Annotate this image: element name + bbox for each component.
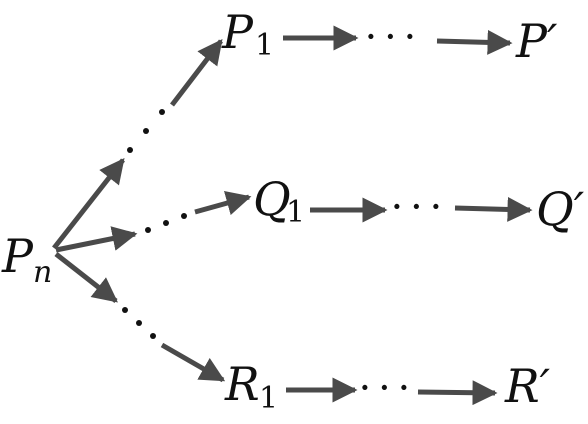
node-q1-base: Q	[253, 172, 291, 226]
node-pprime: P′	[515, 14, 558, 68]
node-p1-sub: 1	[255, 28, 274, 63]
upper-branch-ellipsis	[127, 109, 165, 153]
arrow-dots-to-rprime	[417, 380, 498, 406]
arrow-dots-to-qprime	[454, 196, 533, 222]
arrow-lower-dots-to-r1	[160, 342, 226, 383]
middle-branch-ellipsis	[145, 213, 187, 233]
r-chain-ellipsis: · · ·	[360, 371, 409, 404]
node-rprime: R′	[504, 359, 551, 413]
node-r1: R 1	[224, 357, 278, 416]
arrow-middle-dots-to-q1	[194, 190, 252, 216]
node-pn-sub: n	[33, 255, 52, 290]
node-pn: P n	[1, 229, 52, 290]
q-chain-ellipsis: · · ·	[392, 190, 441, 223]
arrow-pn-to-upper-dots	[52, 158, 125, 250]
node-qprime: Q′	[536, 182, 585, 236]
p-chain-ellipsis: · · ·	[366, 20, 415, 53]
arrow-pn-to-lower-dots	[54, 252, 118, 303]
horizontal-chains	[283, 25, 533, 406]
arrow-upper-dots-to-p1	[170, 39, 223, 107]
node-p1: P 1	[221, 5, 274, 63]
lower-branch-ellipsis	[122, 307, 156, 339]
diagonal-ellipses	[122, 109, 187, 339]
arrow-pn-to-middle-dots	[55, 226, 138, 253]
node-q1-sub: 1	[286, 195, 305, 230]
arrow-dots-to-pprime	[436, 29, 513, 55]
node-r1-base: R	[224, 357, 260, 411]
node-q1: Q 1	[253, 172, 305, 230]
edges-from-pn	[52, 39, 252, 383]
node-r1-sub: 1	[259, 381, 278, 416]
node-pn-base: P	[1, 229, 34, 283]
node-p1-base: P	[221, 5, 254, 59]
